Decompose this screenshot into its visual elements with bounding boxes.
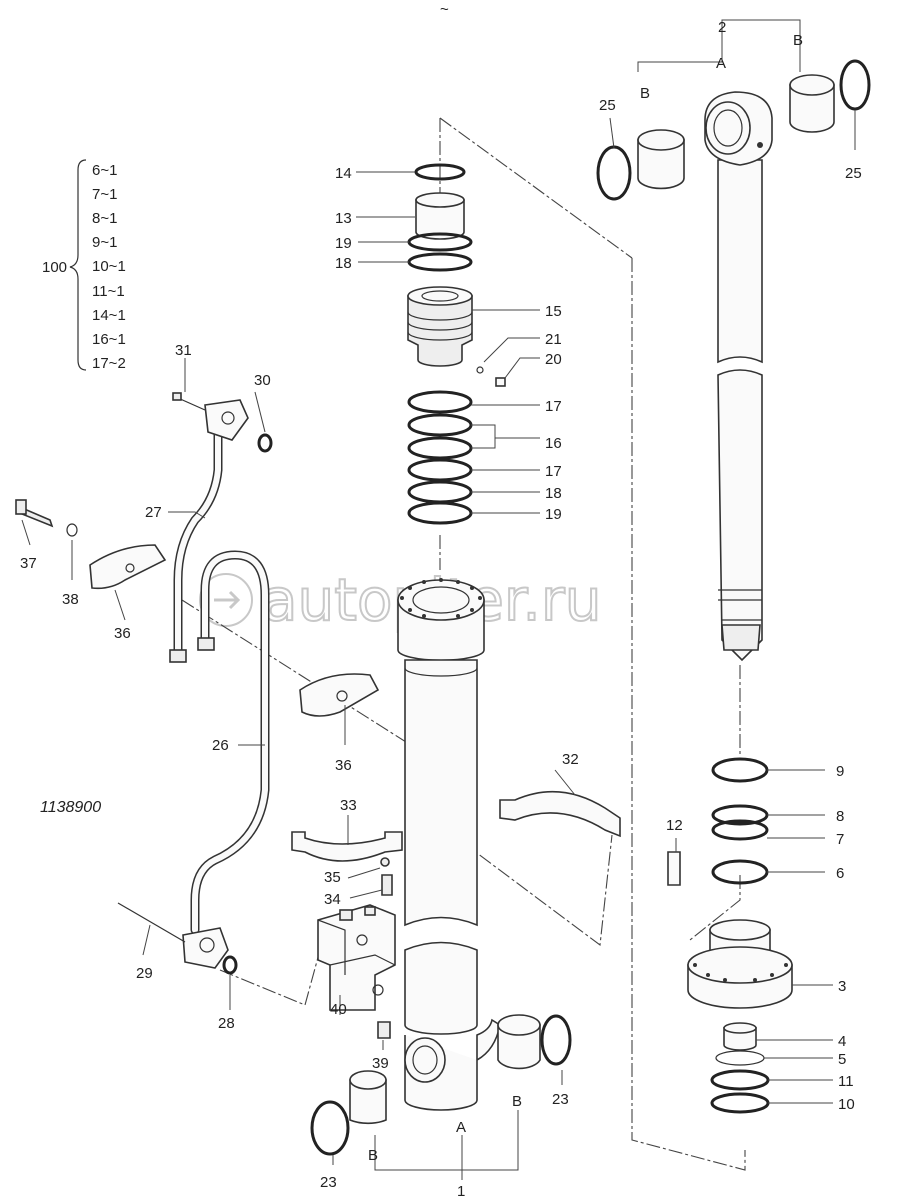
kit-item: 8~1 bbox=[92, 210, 117, 227]
callout-34: 34 bbox=[324, 891, 341, 908]
callout-35: 35 bbox=[324, 869, 341, 886]
callout-9: 9 bbox=[836, 763, 844, 780]
callout-17-bottom: 17 bbox=[545, 463, 562, 480]
callout-16: 16 bbox=[545, 435, 562, 452]
callout-2: 2 bbox=[718, 19, 726, 36]
callout-25-right: 25 bbox=[845, 165, 862, 182]
callout-19-top: 19 bbox=[335, 235, 352, 252]
assembly-dash-lines bbox=[181, 117, 746, 1171]
callout-21: 21 bbox=[545, 331, 562, 348]
label-b-top-left: B bbox=[640, 85, 650, 102]
gland-stack bbox=[407, 163, 506, 387]
piston-rod bbox=[596, 59, 871, 662]
callout-38: 38 bbox=[62, 591, 79, 608]
callout-36-left: 36 bbox=[114, 625, 131, 642]
top-mark: ~ bbox=[440, 1, 449, 18]
kit-number: 100 bbox=[42, 259, 67, 276]
callout-39: 39 bbox=[372, 1055, 389, 1072]
hydraulic-pipes bbox=[117, 392, 273, 975]
callout-6: 6 bbox=[836, 865, 844, 882]
callout-37: 37 bbox=[20, 555, 37, 572]
lower-bushings bbox=[310, 1014, 572, 1156]
cylinder-tube bbox=[397, 578, 501, 1111]
bushing-13 bbox=[415, 199, 465, 240]
callout-31: 31 bbox=[175, 342, 192, 359]
callout-8: 8 bbox=[836, 808, 844, 825]
drawing-code: 1138900 bbox=[40, 799, 101, 816]
callout-20: 20 bbox=[545, 351, 562, 368]
callout-15: 15 bbox=[545, 303, 562, 320]
label-a-top: A bbox=[716, 55, 726, 72]
kit-item: 10~1 bbox=[92, 258, 126, 275]
callout-30: 30 bbox=[254, 372, 271, 389]
callout-13: 13 bbox=[335, 210, 352, 227]
seal-18-top bbox=[407, 252, 473, 272]
callout-5: 5 bbox=[838, 1051, 846, 1068]
label-a-bottom: A bbox=[456, 1119, 466, 1136]
seal-23-right bbox=[540, 1014, 572, 1066]
callout-1: 1 bbox=[457, 1183, 465, 1200]
callout-27: 27 bbox=[145, 504, 162, 521]
callout-32: 32 bbox=[562, 751, 579, 768]
callout-3: 3 bbox=[838, 978, 846, 995]
callout-4: 4 bbox=[838, 1033, 846, 1050]
kit-item: 6~1 bbox=[92, 162, 117, 179]
kit-item: 16~1 bbox=[92, 331, 126, 348]
callout-labels: 1138900 2 A B B 25 25 14 13 19 18 15 21 … bbox=[20, 19, 862, 1200]
callout-36-right: 36 bbox=[335, 757, 352, 774]
callout-7: 7 bbox=[836, 831, 844, 848]
kit-item: 17~2 bbox=[92, 355, 126, 372]
callout-33: 33 bbox=[340, 797, 357, 814]
callout-23-right: 23 bbox=[552, 1091, 569, 1108]
callout-18-bottom: 18 bbox=[545, 485, 562, 502]
callout-14: 14 bbox=[335, 165, 352, 182]
clamps bbox=[15, 499, 621, 896]
callout-18-top: 18 bbox=[335, 255, 352, 272]
rod-head-parts bbox=[667, 757, 793, 1114]
callout-12: 12 bbox=[666, 817, 683, 834]
callout-11: 11 bbox=[838, 1073, 854, 1090]
valve-block bbox=[317, 904, 396, 1039]
callout-25-left: 25 bbox=[599, 97, 616, 114]
callout-17-top: 17 bbox=[545, 398, 562, 415]
seal-kit-list: 100 6~1 7~1 8~1 9~1 10~1 11~1 14~1 16~1 … bbox=[42, 159, 126, 372]
callout-19-bottom: 19 bbox=[545, 506, 562, 523]
seal-25-right bbox=[839, 59, 871, 111]
callout-26: 26 bbox=[212, 737, 229, 754]
seal-23-left bbox=[310, 1100, 350, 1156]
callout-29: 29 bbox=[136, 965, 153, 982]
callout-40: 40 bbox=[330, 1001, 347, 1018]
kit-item: 9~1 bbox=[92, 234, 117, 251]
callout-28: 28 bbox=[218, 1015, 235, 1032]
label-b-bottom-left: B bbox=[368, 1147, 378, 1164]
seal-25-left bbox=[596, 145, 632, 201]
callout-10: 10 bbox=[838, 1096, 855, 1113]
label-b-bottom-right: B bbox=[512, 1093, 522, 1110]
piston-15 bbox=[407, 295, 473, 367]
piston-rings bbox=[407, 390, 473, 525]
kit-item: 7~1 bbox=[92, 186, 117, 203]
leader-lines bbox=[21, 19, 856, 1180]
ring-14 bbox=[414, 163, 466, 181]
kit-item: 14~1 bbox=[92, 307, 126, 324]
callout-23-left: 23 bbox=[320, 1174, 337, 1191]
label-b-top-right: B bbox=[793, 32, 803, 49]
kit-item: 11~1 bbox=[92, 283, 125, 300]
